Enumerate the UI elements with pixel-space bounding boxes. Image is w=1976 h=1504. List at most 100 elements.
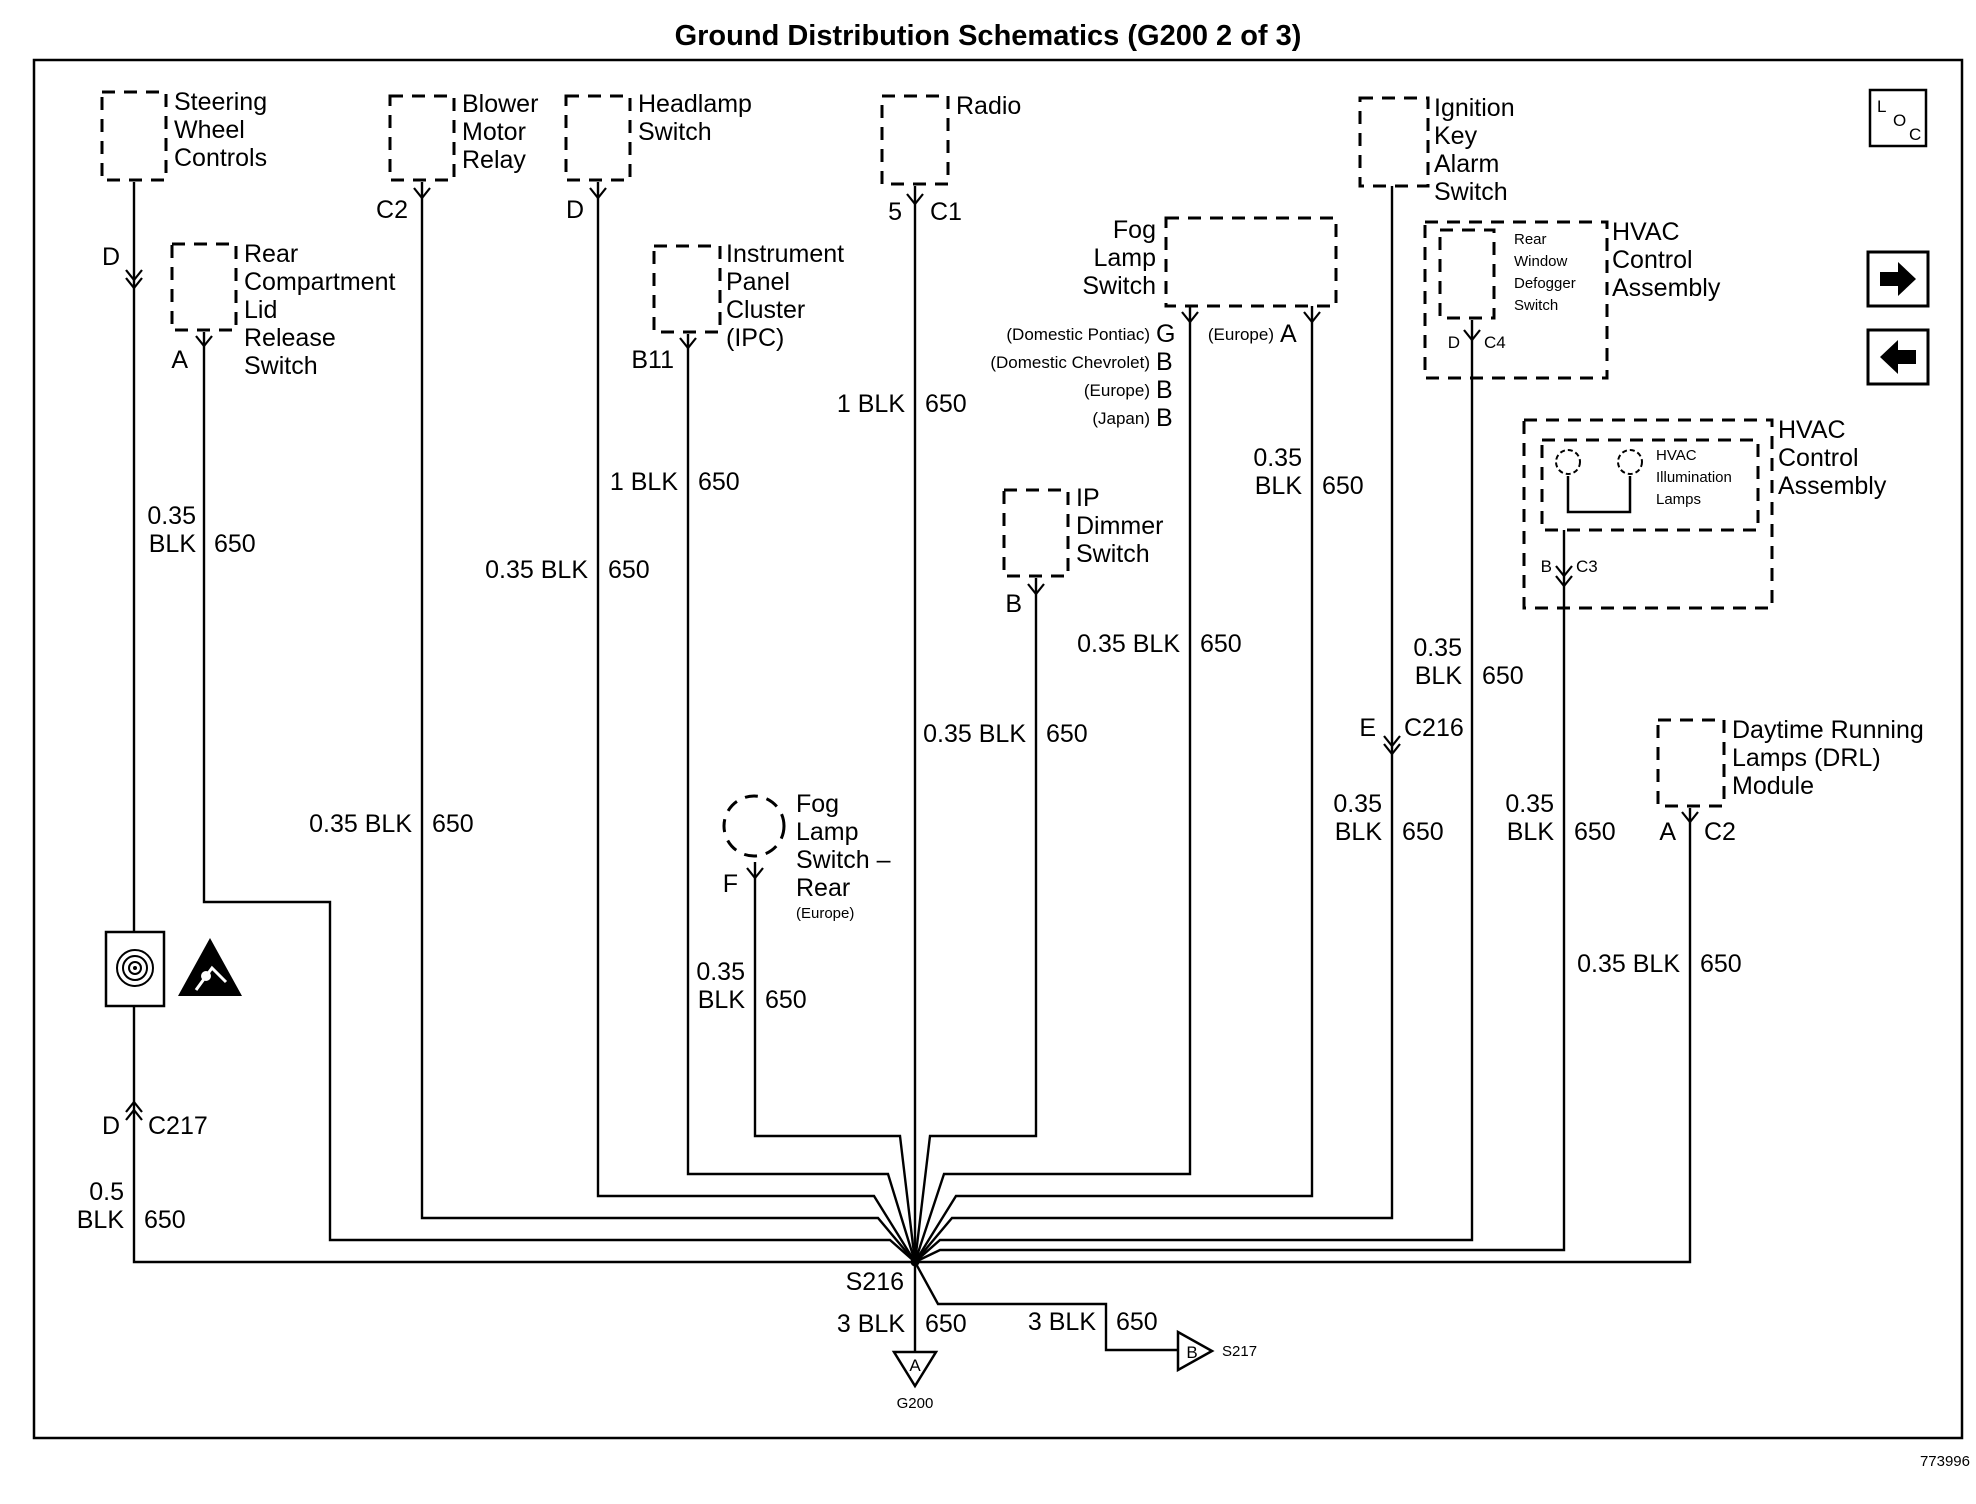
headlamp-switch-box xyxy=(564,94,632,182)
svg-text:Steering: Steering xyxy=(174,88,267,116)
wire-circuit-label: 650 xyxy=(1046,720,1088,748)
hvac-control-assembly-outer-box xyxy=(1423,220,1609,380)
ignition-key-alarm-switch-box xyxy=(1358,96,1430,188)
wire-circuit-label: 650 xyxy=(925,1310,967,1338)
svg-text:Switch: Switch xyxy=(1082,272,1156,300)
wire-size-label: 1 BLK xyxy=(610,468,678,496)
wire-circuit-label: 650 xyxy=(1700,950,1742,978)
hvac-control-assembly-lower-box xyxy=(1522,418,1774,610)
svg-text:Lamps (DRL): Lamps (DRL) xyxy=(1732,744,1881,772)
ground-letter: A xyxy=(909,1356,921,1375)
pin-mark xyxy=(746,867,764,880)
loc-button[interactable]: L O C xyxy=(1868,88,1928,148)
wire-ip-dimmer-switch xyxy=(913,578,1038,1263)
svg-text:Rear: Rear xyxy=(796,874,850,902)
connector-label: C217 xyxy=(148,1112,208,1140)
wire-color-label: BLK xyxy=(1415,662,1463,690)
pin-mark xyxy=(1181,311,1199,324)
wire-hvac-control-assembly-c4 xyxy=(914,320,1474,1263)
next-page-button[interactable] xyxy=(1866,250,1930,308)
svg-text:Switch: Switch xyxy=(1514,297,1558,314)
s217-reference-symbol xyxy=(1176,1329,1215,1373)
svg-text:Rear: Rear xyxy=(1514,231,1547,248)
svg-text:Module: Module xyxy=(1732,772,1814,800)
wire-circuit-label: 650 xyxy=(1574,818,1616,846)
loc-l: L xyxy=(1877,97,1886,116)
pin-label: B xyxy=(1541,557,1552,576)
wire-instrument-panel-cluster xyxy=(686,334,917,1263)
pin-mark xyxy=(1555,565,1573,588)
wire-size-label: 0.35 xyxy=(1505,790,1554,818)
pin-label: A xyxy=(1659,818,1676,846)
svg-text:Rear: Rear xyxy=(244,240,298,268)
connector-label: C2 xyxy=(1704,818,1736,846)
pin-label: B xyxy=(1156,376,1173,404)
ip-dimmer-switch-box xyxy=(1002,488,1070,578)
fog-lamp-switch-rear-label: Fog Lamp Switch – Rear (Europe) xyxy=(796,790,891,922)
wire-size-label: 0.35 xyxy=(1253,444,1302,472)
wire-circuit-label: 650 xyxy=(1116,1308,1158,1336)
svg-text:(Europe): (Europe) xyxy=(796,905,854,922)
lamp-bulb-icon xyxy=(1555,449,1581,475)
svg-text:Switch: Switch xyxy=(1076,540,1150,568)
wire-color-label: BLK xyxy=(1335,818,1383,846)
svg-text:Switch –: Switch – xyxy=(796,846,891,874)
svg-text:HVAC: HVAC xyxy=(1612,218,1680,246)
figure-id: 773996 xyxy=(1920,1453,1970,1470)
fog-variant-label: (Domestic Chevrolet) xyxy=(990,353,1150,372)
svg-text:HVAC: HVAC xyxy=(1778,416,1846,444)
wire-fog-lamp-switch-rear xyxy=(753,862,917,1263)
loc-c: C xyxy=(1909,125,1921,144)
connector-label: C3 xyxy=(1576,557,1598,576)
hvac-control-assembly-label-lower: HVAC Control Assembly xyxy=(1778,416,1887,500)
pin-mark xyxy=(1383,735,1401,756)
wire-circuit-label: 650 xyxy=(144,1206,186,1234)
fog-lamp-switch-rear-circle xyxy=(722,794,786,858)
svg-text:Relay: Relay xyxy=(462,146,526,174)
prev-page-button[interactable] xyxy=(1866,328,1930,386)
wire-size-label: 0.35 xyxy=(1333,790,1382,818)
ground-name: G200 xyxy=(897,1395,934,1412)
fog-lamp-switch-label: Fog Lamp Switch xyxy=(1082,216,1156,300)
wire-size-label: 1 BLK xyxy=(837,390,905,418)
wire-s217 xyxy=(913,1261,1178,1352)
pin-label: B xyxy=(1156,348,1173,376)
wire-rear-compartment-lid xyxy=(202,332,916,1263)
wire-blower-motor-relay xyxy=(420,182,916,1263)
wire-size-label: 3 BLK xyxy=(837,1310,905,1338)
pin-mark xyxy=(195,335,213,348)
drl-module-label: Daytime Running Lamps (DRL) Module xyxy=(1732,716,1924,800)
pin-mark xyxy=(1463,329,1481,342)
s217-name: S217 xyxy=(1222,1343,1257,1360)
fog-variant-label: (Japan) xyxy=(1092,409,1150,428)
lamp-bulb-icon xyxy=(1617,449,1643,475)
pin-label: D xyxy=(102,1112,120,1140)
s217-letter: B xyxy=(1186,1343,1197,1362)
wire-size-label: 0.35 BLK xyxy=(485,556,588,584)
loc-o: O xyxy=(1893,111,1906,130)
svg-text:Compartment: Compartment xyxy=(244,268,395,296)
svg-text:Release: Release xyxy=(244,324,336,352)
rear-window-defogger-switch-label: Rear Window Defogger Switch xyxy=(1514,231,1576,314)
svg-text:Lamp: Lamp xyxy=(796,818,859,846)
wire-drl-module xyxy=(915,808,1692,1264)
clockspring-icon xyxy=(104,930,166,1008)
svg-text:(IPC): (IPC) xyxy=(726,324,784,352)
radio-label: Radio xyxy=(956,92,1021,120)
pin-label: B xyxy=(1156,404,1173,432)
rear-window-defogger-switch-box xyxy=(1438,228,1496,320)
svg-text:Lamp: Lamp xyxy=(1093,244,1156,272)
svg-text:Daytime Running: Daytime Running xyxy=(1732,716,1924,744)
svg-text:Cluster: Cluster xyxy=(726,296,805,324)
pin-mark xyxy=(589,187,607,200)
svg-text:Ignition: Ignition xyxy=(1434,94,1515,122)
svg-text:Motor: Motor xyxy=(462,118,526,146)
wire-size-label: 0.35 BLK xyxy=(1577,950,1680,978)
wire-size-label: 0.35 xyxy=(1413,634,1462,662)
pin-label: D xyxy=(566,196,584,224)
svg-text:Blower: Blower xyxy=(462,90,538,118)
pin-label: D xyxy=(1448,333,1460,352)
svg-text:Headlamp: Headlamp xyxy=(638,90,752,118)
pin-mark xyxy=(125,1100,143,1121)
